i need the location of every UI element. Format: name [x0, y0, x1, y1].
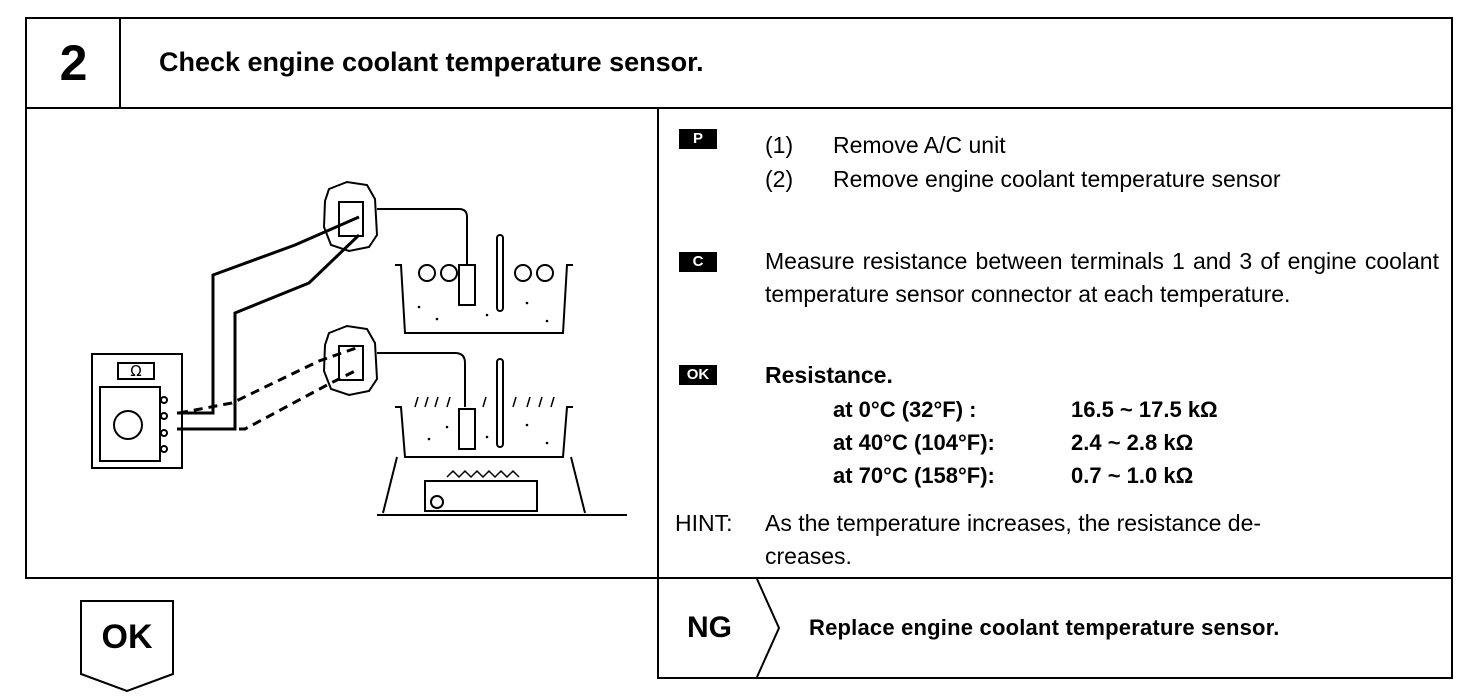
step-number-box: 2 [27, 19, 121, 107]
lower-probe-lead-1 [178, 345, 360, 415]
spec-condition: at 0°C (32°F) : [833, 397, 977, 422]
ng-arrow-divider [756, 579, 781, 677]
prep-item-1-text: Remove A/C unit [833, 132, 1006, 158]
spec-value: 0.7 ~ 1.0 kΩ [1071, 463, 1194, 488]
step-header: 2 Check engine coolant temperature senso… [27, 19, 1451, 109]
lower-sensor-wire [377, 352, 466, 407]
heated-water-container [395, 406, 573, 458]
step-frame: 2 Check engine coolant temperature senso… [25, 17, 1453, 579]
hint-line-1: As the temperature increases, the resist… [765, 510, 1262, 536]
upper-sensor-wire [377, 208, 468, 265]
tag-prep: P [679, 129, 717, 149]
prep-item-2-num: (2) [765, 166, 794, 192]
prep-item-1-num: (1) [765, 132, 794, 158]
hint-line-2: creases. [765, 543, 852, 569]
ng-result-box: NG Replace engine coolant temperature se… [657, 577, 1453, 679]
ice-water-container [395, 264, 573, 334]
prep-item-2-text: Remove engine coolant temperature sensor [833, 166, 1281, 192]
lower-sensor [458, 408, 476, 450]
spec-value: 2.4 ~ 2.8 kΩ [1071, 430, 1194, 455]
ohmmeter-face [99, 386, 161, 462]
ok-arrow-shape [80, 600, 174, 692]
spec-value: 16.5 ~ 17.5 kΩ [1071, 397, 1218, 422]
lower-connector [322, 324, 379, 397]
ok-label: OK [101, 618, 153, 656]
upper-probe-lead-1 [177, 215, 360, 415]
burner-stand-legs [382, 456, 586, 514]
spec-label: Resistance. [765, 362, 893, 388]
hint-label: HINT: [675, 510, 733, 536]
spec-condition: at 40°C (104°F): [833, 430, 995, 455]
tag-ok: OK [679, 365, 717, 385]
ng-action: Replace engine coolant temperature senso… [809, 615, 1280, 640]
lower-probe-lead-2 [179, 367, 360, 431]
illustration-panel: Ω [27, 107, 659, 579]
upper-thermometer [496, 234, 504, 312]
ohmmeter-symbol: Ω [130, 362, 141, 380]
upper-connector [322, 180, 379, 253]
step-title: Check engine coolant temperature sensor. [159, 47, 704, 77]
lower-thermometer [496, 358, 504, 448]
ok-result-arrow: OK [80, 600, 174, 692]
burner [424, 480, 538, 512]
ng-label: NG [687, 611, 732, 644]
ohmmeter-display [117, 362, 155, 380]
ohmmeter-dial [113, 410, 143, 440]
check-instruction: Measure resistance between terminals 1 a… [765, 248, 1439, 307]
step-number: 2 [59, 35, 88, 91]
instruction-panel: P (1) Remove A/C unit (2) Remove engine … [659, 107, 1453, 579]
tag-check: C [679, 252, 717, 272]
spec-condition: at 70°C (158°F): [833, 463, 995, 488]
sensor-test-diagram: Ω [91, 180, 627, 516]
upper-sensor [458, 264, 476, 306]
